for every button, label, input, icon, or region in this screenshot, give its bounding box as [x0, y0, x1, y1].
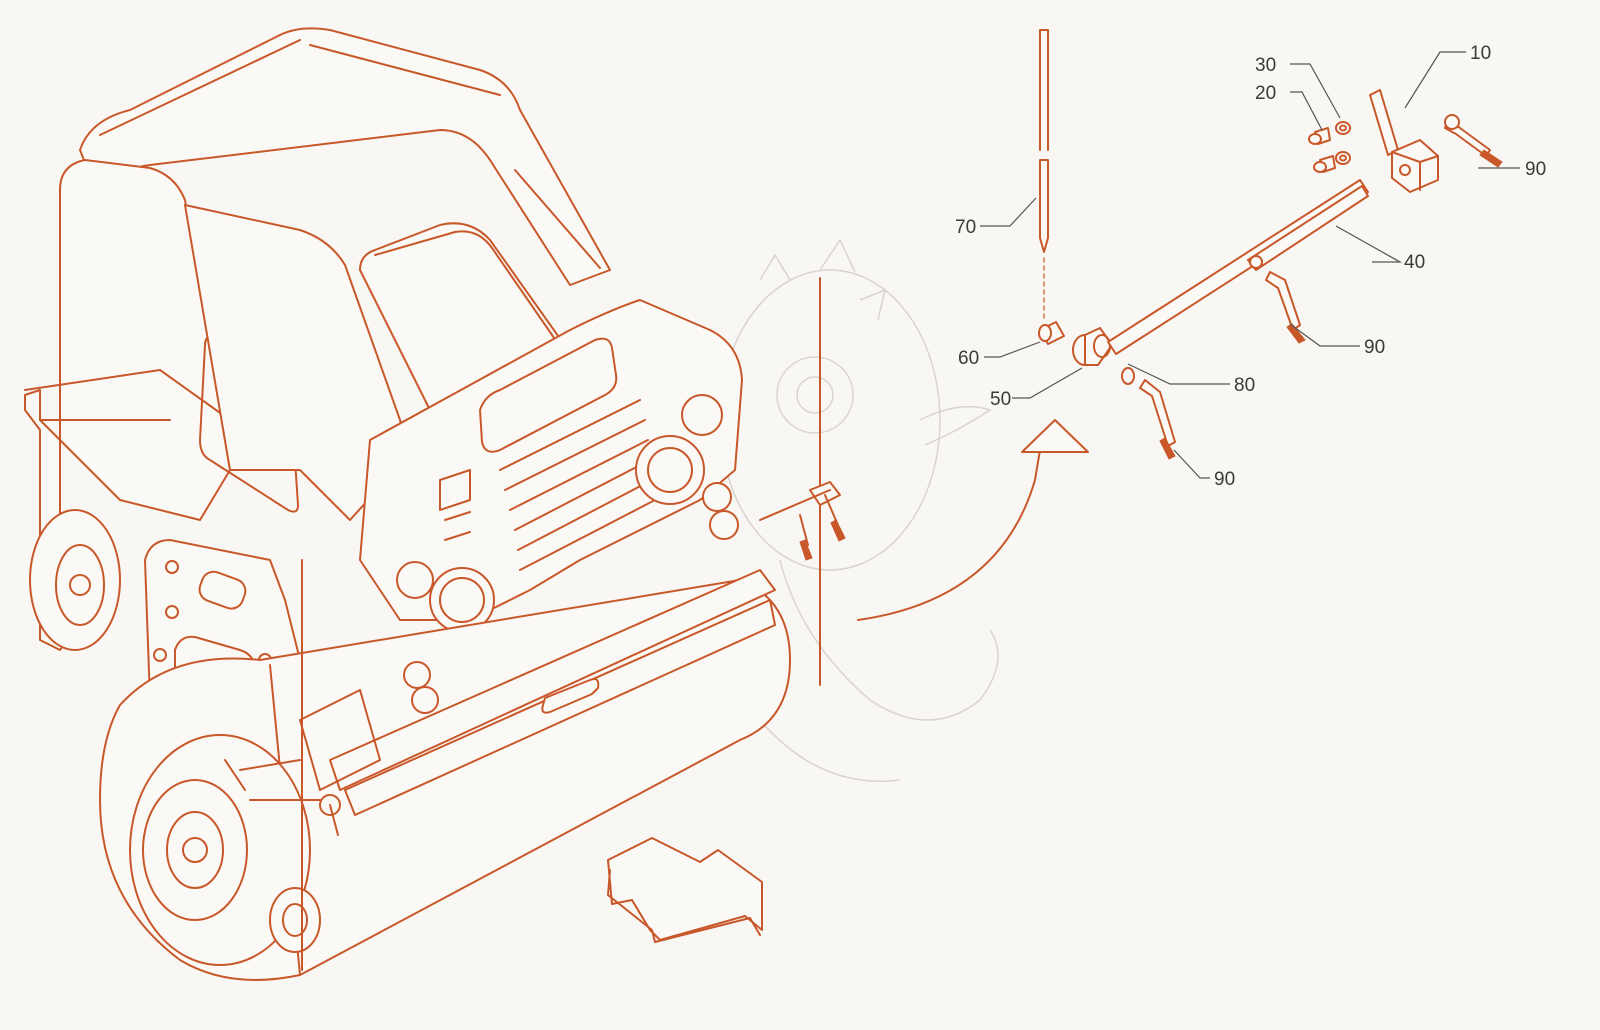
exploded-view-arrow [857, 449, 1041, 621]
callout-90-shaft: 90 [1364, 337, 1385, 358]
callout-90-lower: 90 [1214, 469, 1235, 490]
callout-70: 70 [955, 217, 976, 238]
callout-50: 50 [990, 389, 1011, 410]
callout-labels: 10 20 30 40 50 60 70 80 90 90 90 [955, 43, 1546, 490]
callout-60: 60 [958, 348, 979, 369]
leader-lines [980, 51, 1520, 479]
direction-arrow [607, 837, 763, 941]
callout-30: 30 [1255, 55, 1276, 76]
exploded-parts [1038, 29, 1503, 460]
callout-80: 80 [1234, 375, 1255, 396]
callout-90-block: 90 [1525, 159, 1546, 180]
roller-machine [24, 27, 846, 981]
callout-40: 40 [1404, 252, 1425, 273]
callout-20: 20 [1255, 83, 1276, 104]
callout-10: 10 [1470, 43, 1491, 64]
